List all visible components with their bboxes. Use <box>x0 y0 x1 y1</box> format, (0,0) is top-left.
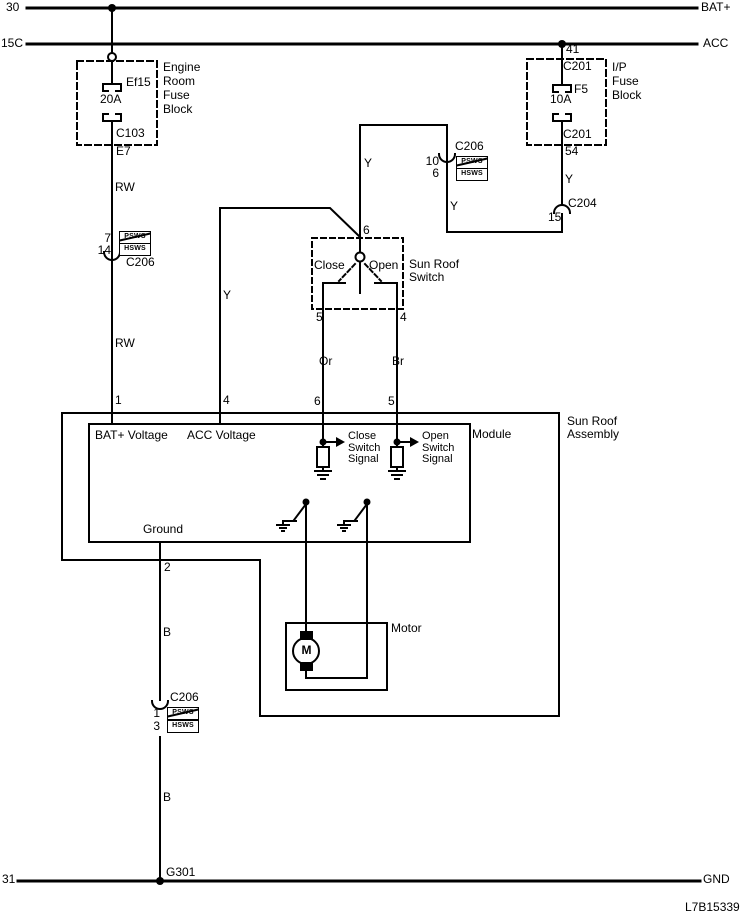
rail-15c-id: 15C <box>1 36 24 50</box>
open-drive-switch <box>305 498 371 679</box>
power-rail-lines <box>16 4 702 885</box>
pin-54: 54 <box>565 144 579 158</box>
signal-close-switch: Close Switch Signal <box>348 430 381 466</box>
c206-top-name: C206 <box>455 139 484 153</box>
fuse-f5-icon <box>552 84 572 122</box>
c206-left-pin-top: 7 <box>104 231 111 245</box>
bat-feed-wire <box>76 7 158 425</box>
acc-branch-wire <box>219 207 362 425</box>
wire-y-c204: Y <box>565 172 574 186</box>
connector-c201-bottom: C201 <box>563 127 592 141</box>
pin-41: 41 <box>566 42 580 56</box>
module-pin-acc: 4 <box>223 393 230 407</box>
c204-name: C204 <box>568 196 597 210</box>
engine-fuse-block-box <box>76 60 158 146</box>
ground-wire <box>150 541 170 882</box>
motor-label: Motor <box>391 621 422 635</box>
arrow-right-icon <box>410 437 419 447</box>
fuse-f5-rating: 10A <box>550 92 572 106</box>
connector-c201-top: C201 <box>563 59 592 73</box>
resistor-icon <box>390 446 404 468</box>
ground-icon <box>314 470 332 480</box>
wire-rw-lower: RW <box>115 336 135 350</box>
fuse-ef15-rating: 20A <box>100 92 122 106</box>
switch-pin-common: 6 <box>363 223 370 237</box>
switch-blade-dashed <box>337 262 383 283</box>
c206-left-name: C206 <box>126 255 155 269</box>
rail-31-id: 31 <box>2 872 16 886</box>
connector-c103: C103 <box>116 126 145 140</box>
c206-bottom-pin-bottom: 3 <box>153 719 160 733</box>
wire-y-module: Y <box>223 288 232 302</box>
motor-symbol <box>285 622 388 691</box>
switch-pin-close: 5 <box>316 310 323 324</box>
ground-icon <box>276 524 290 532</box>
option-box-psws: PSWS <box>456 156 488 169</box>
resistor-icon <box>316 446 330 468</box>
wire-or: Or <box>319 354 333 368</box>
c204-pin: 15 <box>548 210 562 224</box>
module-pin-open: 5 <box>388 394 395 408</box>
acc-feed-wire <box>359 43 607 239</box>
fuse-ef15-icon <box>102 83 122 122</box>
connector-c206-bottom-icon <box>150 699 170 710</box>
fuse-f5-id: F5 <box>574 82 589 96</box>
ground-icon <box>388 470 406 480</box>
wire-b-lower: B <box>163 790 172 804</box>
signal-acc-voltage: ACC Voltage <box>187 428 256 442</box>
c206-left-pin-bottom: 14 <box>97 243 111 257</box>
module-pin-bat: 1 <box>115 393 122 407</box>
switch-close-label: Close <box>314 258 345 272</box>
motor-m-symbol: M <box>301 643 312 657</box>
switch-pin-open: 4 <box>400 310 407 324</box>
signal-ground: Ground <box>143 522 184 536</box>
signal-bat-voltage: BAT+ Voltage <box>95 428 168 442</box>
ip-fuse-block-box <box>526 58 607 146</box>
c206-top-pin-top: 10 <box>425 154 439 168</box>
connector-c206-top-icon <box>437 152 457 163</box>
c206-bottom-name: C206 <box>170 690 199 704</box>
assembly-label: Sun Roof Assembly <box>567 414 620 442</box>
module-pin-ground: 2 <box>164 560 171 574</box>
option-box-hsws: HSWS <box>167 720 199 733</box>
option-box-psws: PSWS <box>167 707 199 720</box>
wire-y-switch: Y <box>364 156 373 170</box>
drawing-number: L7B15339 <box>685 900 740 914</box>
sunroof-switch-label: Sun Roof Switch <box>409 257 460 285</box>
module-label: Module <box>472 427 512 441</box>
engine-fuse-block-label: Engine Room Fuse Block <box>163 60 201 116</box>
sunroof-assembly-box <box>61 412 560 717</box>
rail-30-id: 30 <box>6 0 20 14</box>
rail-gnd-name: GND <box>703 872 730 886</box>
c206-top-pin-bottom: 6 <box>432 166 439 180</box>
close-signal-channel <box>314 423 345 480</box>
option-box-hsws: HSWS <box>119 243 151 256</box>
switch-open-label: Open <box>369 258 399 272</box>
close-drive-switch <box>276 498 310 632</box>
wire-br: Br <box>392 354 404 368</box>
module-box <box>88 423 471 543</box>
ground-point-g301: G301 <box>166 865 196 879</box>
connector-c204-icon <box>552 204 572 215</box>
pin-e7: E7 <box>116 144 131 158</box>
fuse-ef15-id: Ef15 <box>126 75 151 89</box>
rail-bat-name: BAT+ <box>701 0 731 14</box>
signal-open-switch: Open Switch Signal <box>422 430 455 466</box>
ip-fuse-block-label: I/P Fuse Block <box>612 60 642 102</box>
option-box-hsws: HSWS <box>456 168 488 181</box>
wire-y-c206: Y <box>450 199 459 213</box>
connector-circle <box>107 52 117 62</box>
c206-bottom-pin-top: 1 <box>153 706 160 720</box>
rail-acc-name: ACC <box>703 36 729 50</box>
open-signal-channel <box>388 423 419 480</box>
wire-b-upper: B <box>163 625 172 639</box>
wire-rw-upper: RW <box>115 180 135 194</box>
sunroof-switch-symbol <box>311 237 404 425</box>
ground-icon <box>337 524 351 532</box>
module-pin-close: 6 <box>314 394 321 408</box>
arrow-right-icon <box>336 437 345 447</box>
